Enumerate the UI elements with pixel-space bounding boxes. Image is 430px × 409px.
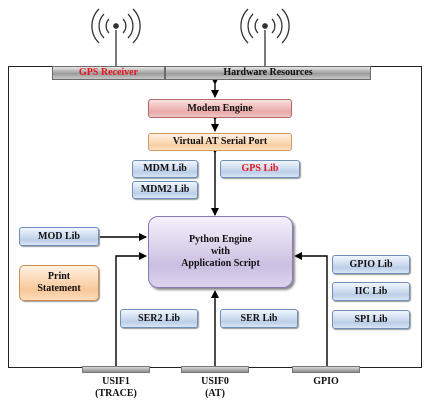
spi-lib-box: SPI Lib — [332, 310, 410, 329]
virtual-at-serial-port-box: Virtual AT Serial Port — [148, 133, 292, 151]
usif0-label: USIF0 (AT) — [177, 376, 253, 400]
gpio-port — [292, 366, 360, 373]
print-statement-line1: Print — [47, 271, 71, 282]
ser2-lib-box: SER2 Lib — [120, 309, 198, 328]
usif0-port — [181, 366, 249, 373]
mod-lib-label: MOD Lib — [38, 230, 80, 242]
mod-lib-box: MOD Lib — [19, 227, 99, 246]
ser-lib-box: SER Lib — [220, 309, 298, 328]
gpio-lib-label: GPIO Lib — [349, 258, 393, 270]
mdm-lib-label: MDM Lib — [143, 163, 187, 174]
virtual-at-serial-port-label: Virtual AT Serial Port — [172, 136, 268, 147]
mdm2-lib-label: MDM2 Lib — [140, 184, 190, 195]
python-engine-box: Python Engine with Application Script — [148, 216, 293, 288]
python-engine-line1: Python Engine — [188, 234, 253, 245]
modem-engine-box: Modem Engine — [148, 99, 292, 118]
print-statement-box: Print Statement — [19, 265, 99, 301]
hardware-resources-bar: Hardware Resources — [165, 66, 371, 80]
mdm-lib-box: MDM Lib — [132, 160, 198, 178]
spi-lib-label: SPI Lib — [354, 313, 388, 325]
gps-receiver-bar: GPS Receiver — [52, 66, 165, 80]
ser-lib-label: SER Lib — [240, 312, 278, 324]
antenna-icon — [91, 8, 141, 66]
python-engine-line2: with — [211, 246, 230, 257]
gpio-label: GPIO — [288, 376, 364, 388]
modem-engine-label: Modem Engine — [187, 102, 253, 114]
gps-lib-box: GPS Lib — [220, 160, 300, 178]
iic-lib-box: IIC Lib — [332, 282, 410, 301]
link-gpio — [294, 252, 328, 366]
print-statement-line2: Statement — [37, 283, 81, 294]
antenna-icon — [240, 8, 290, 66]
usif0-line1: USIF0 — [201, 376, 229, 387]
iic-lib-label: IIC Lib — [354, 285, 388, 297]
usif1-label: USIF1 (TRACE) — [78, 376, 154, 400]
ser2-lib-label: SER2 Lib — [138, 312, 180, 324]
hardware-resources-label: Hardware Resources — [223, 67, 313, 78]
link-usif1 — [115, 252, 147, 366]
gpio-line1: GPIO — [313, 376, 339, 387]
python-engine-line3: Application Script — [181, 258, 260, 269]
usif0-line2: (AT) — [205, 388, 225, 399]
mdm2-lib-box: MDM2 Lib — [132, 181, 198, 199]
usif1-line2: (TRACE) — [95, 388, 137, 399]
gps-lib-label: GPS Lib — [241, 163, 279, 174]
usif1-line1: USIF1 — [102, 376, 130, 387]
usif1-port — [82, 366, 150, 373]
gpio-lib-box: GPIO Lib — [332, 255, 410, 274]
gps-receiver-label: GPS Receiver — [78, 67, 139, 78]
